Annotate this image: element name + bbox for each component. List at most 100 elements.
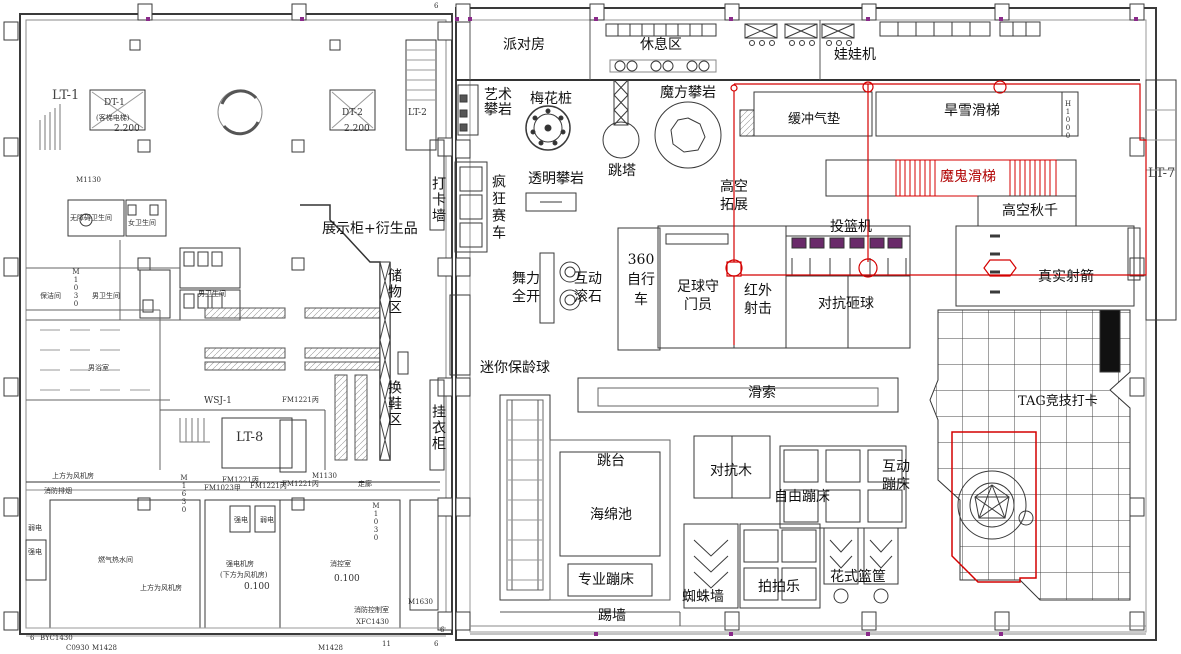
left-building <box>3 3 453 637</box>
room-label: 女卫生间 <box>128 219 156 227</box>
room-label: 消防控制室 <box>354 606 389 614</box>
zone-jump-board: 跳台 <box>597 453 625 469</box>
grid-number: 6 <box>434 2 439 10</box>
shower-grid <box>40 329 150 391</box>
zone-crazy-car: 疯狂赛车 <box>490 174 506 242</box>
grid-number: 11 <box>382 640 391 648</box>
door-code: M1428 <box>92 644 117 652</box>
room-label: 无障碍卫生间 <box>70 214 112 222</box>
zone-rubik-climbing: 魔方攀岩 <box>660 85 716 101</box>
grid-number: 6 <box>434 640 439 648</box>
zone-high-expand: 高空拓展 <box>720 179 748 213</box>
zone-punch-card: 打卡墙 <box>430 176 446 224</box>
free-trampoline <box>779 445 907 529</box>
zone-party-room: 派对房 <box>503 37 545 53</box>
zone-storage: 储物区 <box>386 268 402 316</box>
column-markers <box>146 17 1138 636</box>
right-building <box>429 3 1177 641</box>
door-code: BYC1430 <box>40 634 73 642</box>
room-level: 0.100 <box>244 582 270 592</box>
room-label: 弱电 <box>260 516 274 524</box>
door-code: M1630 <box>408 598 433 606</box>
zone-vs-wood: 对抗木 <box>710 463 752 479</box>
zone-clear-climbing: 透明攀岩 <box>528 171 584 187</box>
room-label: 强电机房 <box>226 560 254 568</box>
elevator-level: 2.200 <box>344 124 370 134</box>
tag-arena <box>929 309 1131 601</box>
locker-rows <box>204 307 381 461</box>
zone-magic-slide: 魔鬼滑梯 <box>940 169 996 185</box>
room-label: 走廊 <box>358 480 372 488</box>
zone-mini-bowling: 迷你保龄球 <box>480 360 550 376</box>
zone-rest-area: 休息区 <box>640 37 682 53</box>
zone-plum-pile: 梅花桩 <box>530 91 572 107</box>
door-code: FM1221丙 <box>250 482 287 490</box>
zone-pat-fun: 拍拍乐 <box>758 579 800 595</box>
columns-right <box>455 3 1145 631</box>
grid-number: 6 <box>440 626 445 634</box>
zone-fancy-basket: 花式篮筐 <box>830 569 886 585</box>
zone-foam-pit: 海绵池 <box>590 507 632 523</box>
zone-spider-wall: 蜘蛛墙 <box>682 589 724 605</box>
room-label: (下方为风机房) <box>220 571 268 579</box>
room-level: 0.100 <box>334 574 360 584</box>
grid-number: 6 <box>30 634 35 642</box>
zone-dry-snow-slide: 旱雪滑梯 <box>944 103 1000 119</box>
rest-benches <box>605 23 717 73</box>
room-label: WSJ-1 <box>204 396 232 406</box>
door-code: M1630 <box>180 474 188 514</box>
door-code: FM1023甲 <box>204 484 241 492</box>
zone-bike-360: 360自行车 <box>627 252 655 308</box>
zone-rolling-stone: 互动滚石 <box>574 271 602 305</box>
zone-goalkeeper: 足球守门员 <box>677 279 719 313</box>
elevator-label: DT-2 <box>342 108 363 118</box>
door-code: C0930 <box>66 644 90 652</box>
room-label: 消控室 <box>330 560 351 568</box>
zone-shoe: 换鞋区 <box>386 380 402 428</box>
zone-tag: TAG竞技打卡 <box>1018 394 1098 409</box>
zone-free-trampoline: 自由蹦床 <box>774 489 830 505</box>
door-code: M1428 <box>318 644 343 652</box>
zone-showcase: 展示柜+衍生品 <box>322 221 418 237</box>
room-label: 强电 <box>28 548 42 556</box>
zone-dance-power: 舞力全开 <box>512 271 540 305</box>
zone-coat: 挂衣柜 <box>430 404 446 452</box>
door-code: XFC1430 <box>356 618 390 626</box>
zone-smash-ball: 对抗砸球 <box>818 296 874 312</box>
elevator-sub: (客梯电梯) <box>96 114 130 122</box>
zone-buffer-pad: 缓冲气垫 <box>788 112 841 127</box>
zone-high-swing: 高空秋千 <box>1002 203 1058 219</box>
side-code: H1000 <box>1064 100 1072 140</box>
elevator-label: LT-7 <box>1148 166 1176 181</box>
room-label: 燃气热水间 <box>98 556 133 564</box>
room-label: 弱电 <box>28 524 42 532</box>
room-label: 男浴室 <box>88 364 109 372</box>
door-code: M1130 <box>312 472 337 480</box>
pipe-note: 上方为风机房 <box>140 584 182 592</box>
door-code: FM1221丙 <box>222 476 259 484</box>
door-code: FM1221丙 <box>282 480 319 488</box>
zone-claw-machine: 娃娃机 <box>834 47 876 63</box>
door-code: FM1221丙 <box>282 396 319 404</box>
room-label: 强电 <box>234 516 248 524</box>
zone-zipline: 滑索 <box>748 385 776 401</box>
elevator-label: LT-8 <box>236 430 264 445</box>
pipe-note: 上方为风机房 <box>52 472 94 480</box>
zone-pro-trampoline: 专业蹦床 <box>578 572 634 588</box>
elevator-label: DT-1 <box>104 98 125 108</box>
zone-interactive-bed: 互动蹦床 <box>882 459 910 493</box>
zone-infrared: 红外射击 <box>744 283 772 317</box>
door-code: M1030 <box>372 502 380 542</box>
room-label: 男卫生间 <box>198 290 226 298</box>
zone-jump-tower: 跳塔 <box>608 163 636 179</box>
room-label: 消防排烟 <box>44 487 72 495</box>
basket-hoops <box>791 237 903 249</box>
zone-basket-machine: 投篮机 <box>830 219 872 235</box>
room-label: 保洁间 <box>40 292 61 300</box>
zone-real-archery: 真实射箭 <box>1038 269 1094 285</box>
elevator-level: 2.200 <box>114 124 140 134</box>
elevator-label: LT-1 <box>52 88 80 103</box>
door-code: M1030 <box>72 268 80 308</box>
zone-art-climbing: 艺术攀岩 <box>484 87 512 118</box>
